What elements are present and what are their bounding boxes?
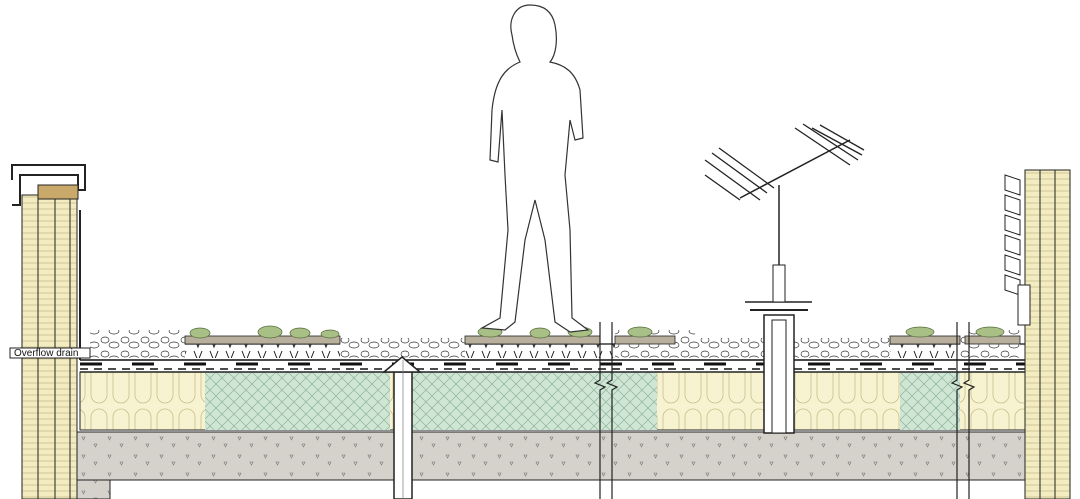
insulation-layer <box>79 371 1026 431</box>
break-lines <box>593 322 976 499</box>
roof-drain <box>381 356 423 499</box>
left-parapet-wall <box>11 164 86 499</box>
overflow-drain: Overflow drain <box>9 347 91 359</box>
overflow-drain-label: Overflow drain <box>14 348 78 359</box>
right-wall <box>1004 169 1071 499</box>
gravel-strips <box>90 330 1020 358</box>
drainage-layer <box>185 343 1025 358</box>
vegetation-mats <box>184 325 1021 345</box>
waterproof-membranes <box>80 359 1025 370</box>
concrete-slab <box>74 431 1026 499</box>
antenna-mast <box>704 123 865 434</box>
person-silhouette <box>479 4 590 333</box>
